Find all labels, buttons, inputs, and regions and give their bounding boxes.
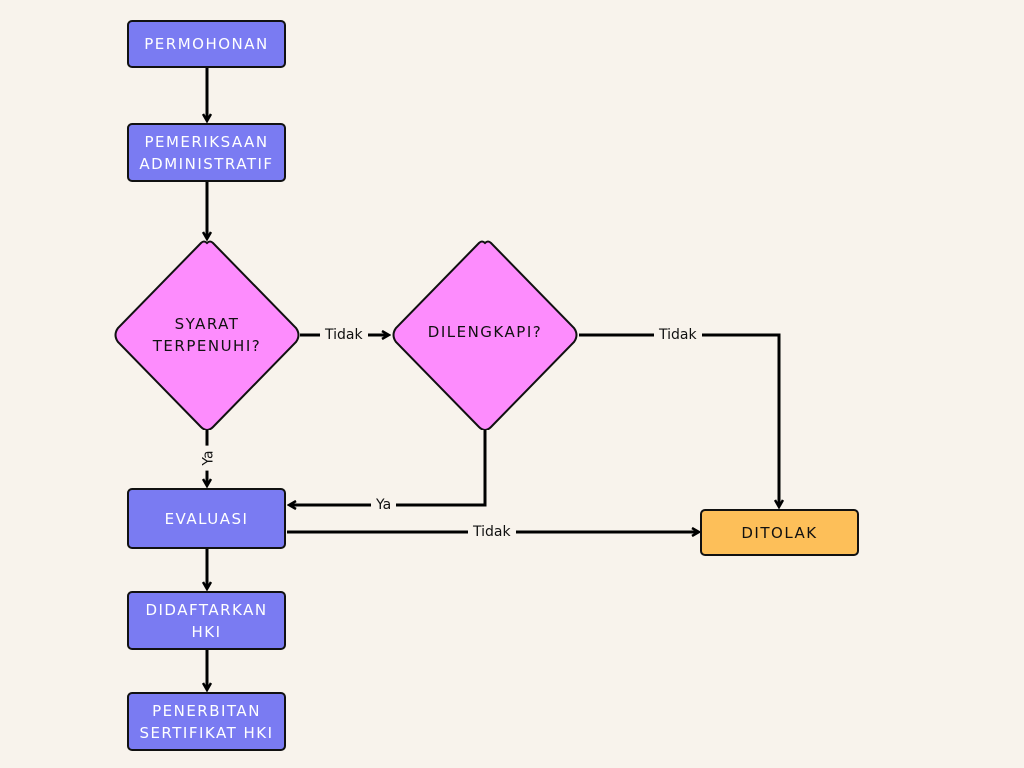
decision-syarat-label-wrap: SYARAT TERPENUHI? <box>112 240 302 430</box>
edge-label-dilengkapi-ya: Ya <box>371 496 397 514</box>
node-permohonan-label: PERMOHONAN <box>144 35 269 53</box>
node-penerbitan-sertifikat: PENERBITAN SERTIFIKAT HKI <box>127 692 286 751</box>
edge-label-dilengkapi-tidak: Tidak <box>654 326 702 344</box>
node-didaftarkan-label: DIDAFTARKAN HKI <box>145 600 268 641</box>
node-penerbitan-label: PENERBITAN SERTIFIKAT HKI <box>139 701 274 742</box>
decision-syarat-terpenuhi: SYARAT TERPENUHI? <box>112 240 302 430</box>
node-evaluasi: EVALUASI <box>127 488 286 549</box>
decision-dilengkapi-shape <box>392 240 578 430</box>
edge-dilengkapi-evaluasi <box>289 430 487 505</box>
edge-label-evaluasi-tidak: Tidak <box>468 523 516 541</box>
edge-dilengkapi-ditolak <box>579 333 779 507</box>
node-permohonan: PERMOHONAN <box>127 20 286 68</box>
decision-syarat-shape <box>114 240 300 430</box>
node-ditolak: DITOLAK <box>700 509 859 556</box>
node-pemeriksaan-label: PEMERIKSAAN ADMINISTRATIF <box>139 132 274 173</box>
node-ditolak-label: DITOLAK <box>741 523 818 542</box>
node-pemeriksaan-administratif: PEMERIKSAAN ADMINISTRATIF <box>127 123 286 182</box>
edge-label-syarat-tidak: Tidak <box>320 326 368 344</box>
decision-dilengkapi-label-wrap: DILENGKAPI? <box>390 240 580 430</box>
node-didaftarkan-hki: DIDAFTARKAN HKI <box>127 591 286 650</box>
edge-label-syarat-ya: Ya <box>199 445 218 471</box>
decision-syarat-label: SYARAT TERPENUHI? <box>152 315 262 355</box>
decision-dilengkapi-label: DILENGKAPI? <box>427 323 543 341</box>
decision-dilengkapi: DILENGKAPI? <box>390 240 580 430</box>
node-evaluasi-label: EVALUASI <box>164 509 249 528</box>
